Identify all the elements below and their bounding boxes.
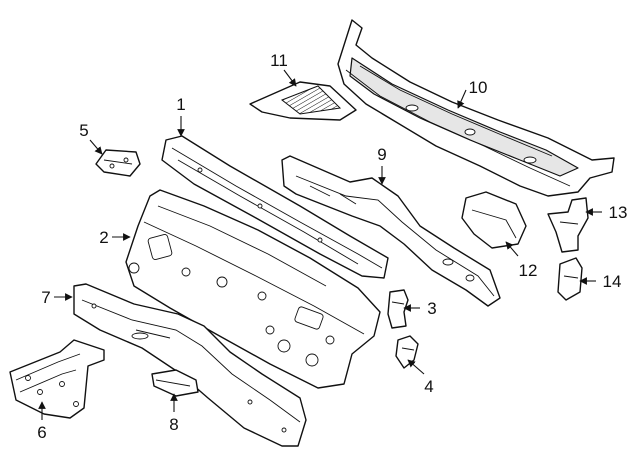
part-3-bracket (387, 289, 409, 329)
callout-14: 14 (603, 272, 622, 291)
callout-13: 13 (609, 203, 628, 222)
callout-2: 2 (99, 228, 108, 247)
part-8-block (151, 369, 199, 397)
part-5-small-bracket (95, 149, 141, 177)
callout-5: 5 (79, 121, 88, 140)
part-13-bracket (547, 197, 589, 253)
part-9-reinforcement (281, 155, 501, 307)
part-4-bracket (395, 335, 419, 369)
callout-11: 11 (270, 51, 288, 70)
leader-12 (505, 241, 519, 257)
callout-9: 9 (377, 145, 386, 164)
part-6-lower-bracket (9, 339, 105, 419)
callout-4: 4 (424, 377, 433, 396)
part-10-cowl-panel (337, 19, 615, 197)
part-12-cover (461, 191, 527, 249)
leader-11 (283, 69, 297, 87)
callout-10: 10 (469, 78, 488, 97)
callout-7: 7 (41, 288, 50, 307)
leader-10 (457, 89, 467, 109)
leader-4 (407, 359, 425, 375)
callout-8: 8 (169, 415, 178, 434)
part-2-dash-panel (125, 189, 381, 389)
part-14-bracket (557, 257, 583, 301)
part-11-deflector (249, 81, 357, 121)
part-7-lower-rail (73, 283, 307, 447)
callout-3: 3 (427, 299, 436, 318)
leader-lines (38, 69, 602, 420)
part-1-upper-crossmember (161, 135, 389, 279)
leader-5 (89, 139, 103, 155)
callout-labels: 1 2 3 4 5 6 7 8 9 10 11 12 13 14 (37, 51, 627, 442)
callout-1: 1 (176, 95, 185, 114)
callout-6: 6 (37, 423, 46, 442)
callout-12: 12 (519, 261, 538, 280)
